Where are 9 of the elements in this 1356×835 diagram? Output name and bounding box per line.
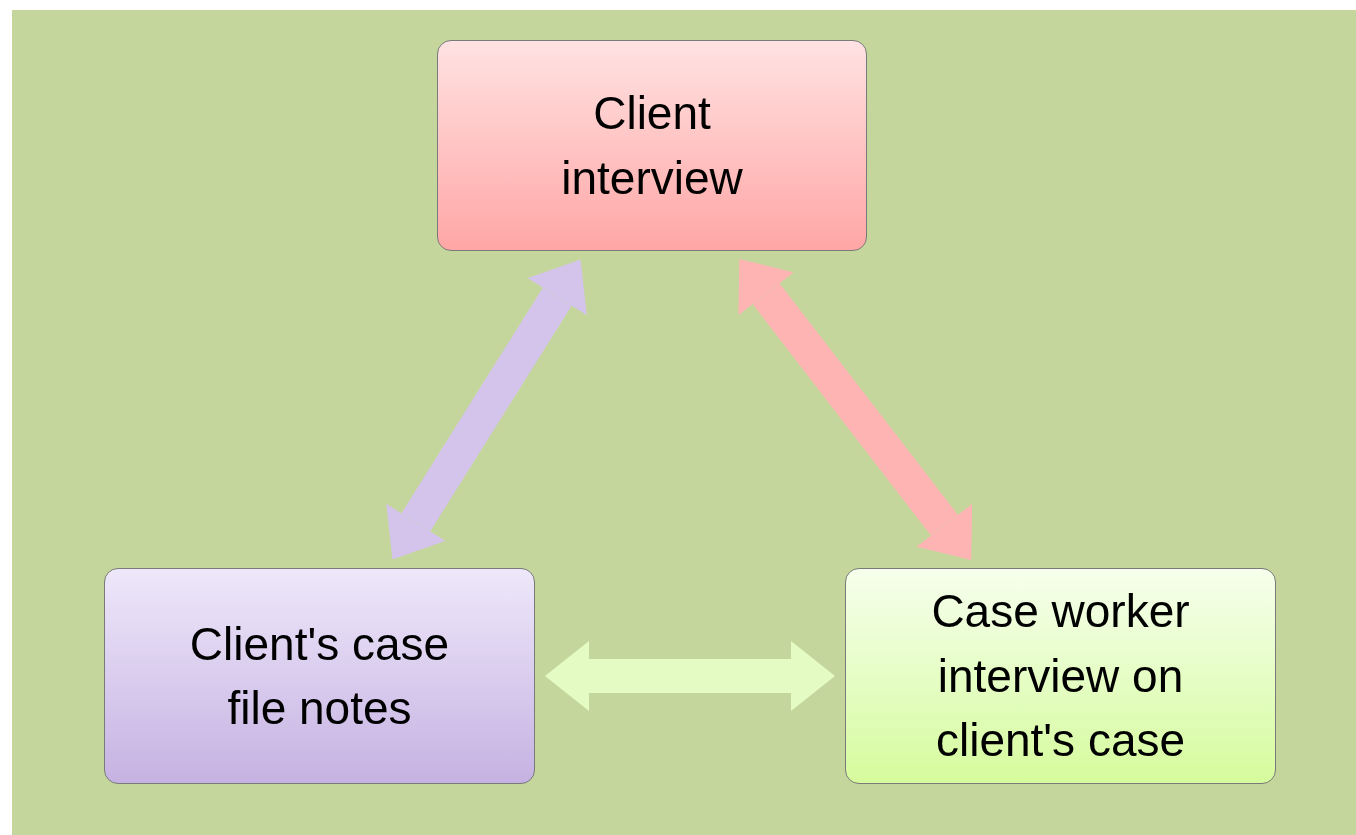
- double-arrow: [545, 641, 835, 711]
- box-label: Case worker interview on client's case: [930, 584, 1191, 769]
- box-label: Client's case file notes: [188, 616, 451, 736]
- process-box: [437, 40, 867, 251]
- double-arrow: [386, 259, 587, 560]
- double-arrow: [738, 258, 973, 561]
- process-box: [845, 568, 1276, 784]
- box-label: Client interview: [560, 86, 744, 206]
- process-box: [104, 568, 535, 784]
